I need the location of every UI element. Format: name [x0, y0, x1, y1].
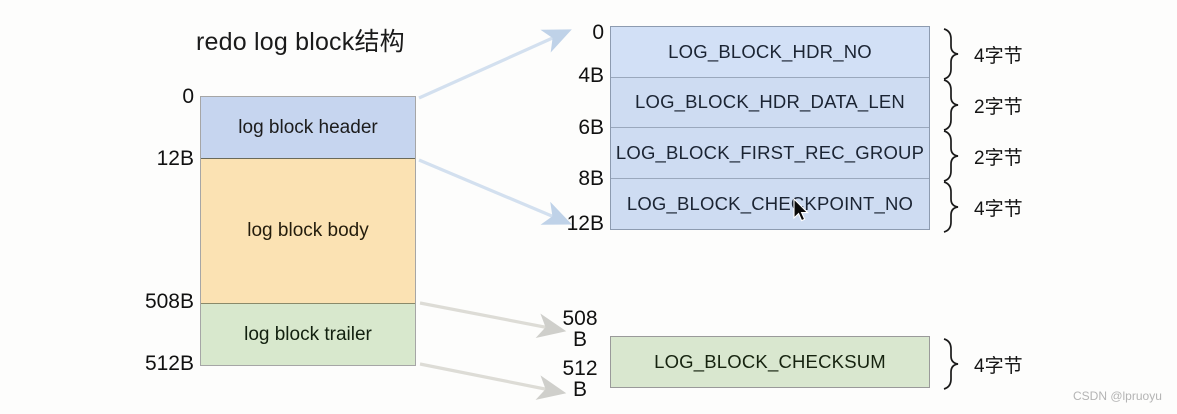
- watermark: CSDN @lpruoyu: [1073, 389, 1162, 403]
- brace-2byte-1: [943, 79, 959, 131]
- offset-512-unit: B: [572, 378, 587, 401]
- brace-2byte-2: [943, 130, 959, 182]
- brace-4byte-1: [943, 28, 959, 80]
- arrow-trailer-bottom: [419, 362, 567, 400]
- offset-label-main-512: 512B: [144, 352, 194, 375]
- segment-log-block-body[interactable]: log block body: [201, 159, 415, 304]
- field-log-block-hdr-no[interactable]: LOG_BLOCK_HDR_NO: [611, 27, 929, 78]
- offset-label-hdr-4: 4B: [578, 64, 604, 87]
- offset-label-trailer-512: 512 B: [552, 358, 608, 400]
- offset-label-trailer-508: 508 B: [552, 308, 608, 350]
- arrow-header-bottom: [418, 158, 572, 225]
- redo-log-block: log block header log block body log bloc…: [200, 96, 416, 366]
- arrow-trailer-top: [419, 301, 567, 339]
- offset-508-unit: B: [572, 328, 587, 351]
- brace-4byte-checksum: [943, 338, 959, 390]
- size-label-checkpoint-no: 4字节: [974, 199, 1023, 220]
- size-label-hdr-data-len: 2字节: [974, 97, 1023, 118]
- offset-label-hdr-8: 8B: [578, 167, 604, 190]
- field-log-block-checksum[interactable]: LOG_BLOCK_CHECKSUM: [610, 336, 930, 388]
- field-log-block-first-rec-group[interactable]: LOG_BLOCK_FIRST_REC_GROUP: [611, 128, 929, 179]
- page-title: redo log block结构: [196, 28, 405, 56]
- size-label-first-rec-group: 2字节: [974, 148, 1023, 169]
- arrow-header-top: [418, 29, 572, 100]
- brace-4byte-2: [943, 181, 959, 233]
- segment-log-block-trailer[interactable]: log block trailer: [201, 304, 415, 365]
- offset-label-hdr-12: 12B: [566, 212, 604, 235]
- offset-label-hdr-0: 0: [592, 21, 604, 44]
- size-label-hdr-no: 4字节: [974, 46, 1023, 67]
- size-label-checksum: 4字节: [974, 356, 1023, 377]
- offset-508-value: 508: [562, 307, 598, 330]
- offset-label-hdr-6: 6B: [578, 116, 604, 139]
- offset-label-main-12: 12B: [156, 147, 194, 170]
- log-block-header-detail: LOG_BLOCK_HDR_NO LOG_BLOCK_HDR_DATA_LEN …: [610, 26, 930, 230]
- segment-log-block-header[interactable]: log block header: [201, 97, 415, 159]
- field-log-block-hdr-data-len[interactable]: LOG_BLOCK_HDR_DATA_LEN: [611, 77, 929, 128]
- mouse-cursor: [793, 198, 809, 222]
- offset-label-main-508: 508B: [144, 290, 194, 313]
- offset-512-value: 512: [562, 357, 598, 380]
- offset-label-main-0: 0: [182, 85, 194, 108]
- field-log-block-checkpoint-no[interactable]: LOG_BLOCK_CHECKPOINT_NO: [611, 178, 929, 229]
